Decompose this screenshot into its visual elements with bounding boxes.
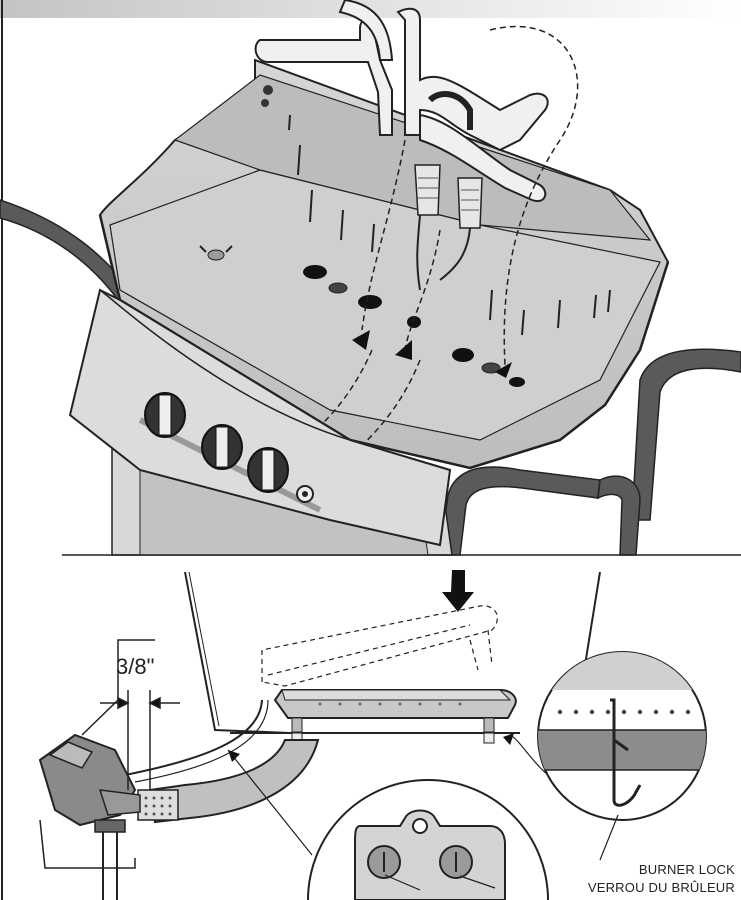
dimension-label: 3/8" xyxy=(116,654,155,679)
venturi-tubes xyxy=(414,164,483,291)
control-panel xyxy=(68,288,452,547)
burner-lock-label-fr: VERROU DU BRÛLEUR xyxy=(587,880,735,895)
burner-left xyxy=(254,0,394,136)
wing-nut-icon xyxy=(199,245,233,261)
firebox-holes xyxy=(261,85,525,387)
burner-phantom xyxy=(261,605,498,687)
control-knob-2 xyxy=(201,424,243,470)
dimension-marker xyxy=(100,690,180,790)
venturi-tube-lower xyxy=(148,739,320,824)
burner-right xyxy=(396,7,549,203)
down-arrow-icon xyxy=(442,570,474,612)
burner-lock-label-en: BURNER LOCK xyxy=(638,862,735,877)
burner-installed xyxy=(230,689,520,744)
control-knob-3 xyxy=(247,447,289,493)
firebox-outline-lower xyxy=(184,571,291,734)
gas-valve xyxy=(38,733,141,900)
igniter-button-icon xyxy=(296,485,314,503)
burner-lock-detail xyxy=(537,651,707,861)
control-knob-1 xyxy=(144,392,186,438)
firebox-slots xyxy=(288,114,611,336)
orifice-detail xyxy=(307,779,549,900)
mount-bracket xyxy=(39,639,155,869)
cart-rail-right xyxy=(631,348,741,521)
